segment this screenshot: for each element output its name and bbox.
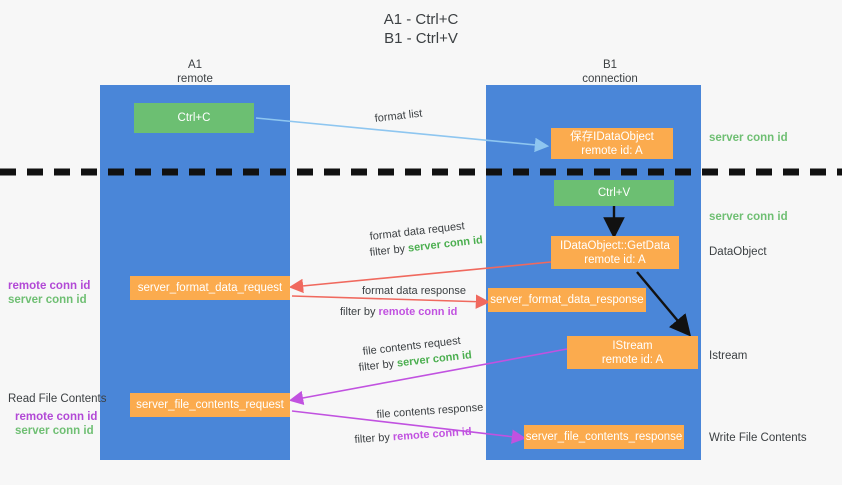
right-label-istream: Istream	[709, 350, 748, 362]
page-title: A1 - Ctrl+C B1 - Ctrl+V	[383, 11, 459, 47]
node-server-file-contents-request[interactable]: server_file_contents_request	[130, 393, 290, 417]
filter-prefix: filter by	[354, 431, 394, 446]
right-label-server-conn-id-1: server conn id	[709, 132, 788, 144]
left-label-server-conn-id-2: server conn id	[15, 425, 94, 437]
phase-divider	[0, 168, 842, 176]
node-getdata[interactable]: IDataObject::GetData remote id: A	[551, 236, 679, 269]
node-server-format-data-request[interactable]: server_format_data_request	[130, 276, 290, 300]
node-ctrl-v[interactable]: Ctrl+V	[554, 180, 674, 206]
right-label-dataobject: DataObject	[709, 246, 767, 258]
left-label-remote-conn-id-2: remote conn id	[15, 411, 98, 423]
right-label-write-file-contents: Write File Contents	[709, 432, 807, 444]
node-ctrl-c[interactable]: Ctrl+C	[134, 103, 254, 133]
column-header-a1: A1 remote	[130, 58, 260, 86]
node-server-file-contents-response[interactable]: server_file_contents_response	[524, 425, 684, 449]
column-a1-sub: remote	[177, 73, 213, 85]
right-label-server-conn-id-2: server conn id	[709, 211, 788, 223]
column-header-b1: B1 connection	[545, 58, 675, 86]
left-label-remote-conn-id-1: remote conn id	[8, 280, 91, 292]
filter-key-remote-conn-id: remote conn id	[378, 306, 458, 318]
left-label-server-conn-id-1: server conn id	[8, 294, 87, 306]
filter-prefix: filter by	[340, 306, 379, 318]
node-istream[interactable]: IStream remote id: A	[567, 336, 698, 369]
column-b1-name: B1	[602, 59, 618, 71]
edge-label-format-data-response: format data response	[362, 285, 466, 297]
node-server-format-data-response[interactable]: server_format_data_response	[488, 288, 646, 312]
node-save-idataobject[interactable]: 保存IDataObject remote id: A	[551, 128, 673, 159]
left-label-read-file-contents: Read File Contents	[8, 393, 107, 405]
column-a1-name: A1	[187, 59, 203, 71]
edge-label-format-data-response-filter: filter by remote conn id	[340, 305, 457, 319]
column-b1-sub: connection	[582, 73, 638, 85]
